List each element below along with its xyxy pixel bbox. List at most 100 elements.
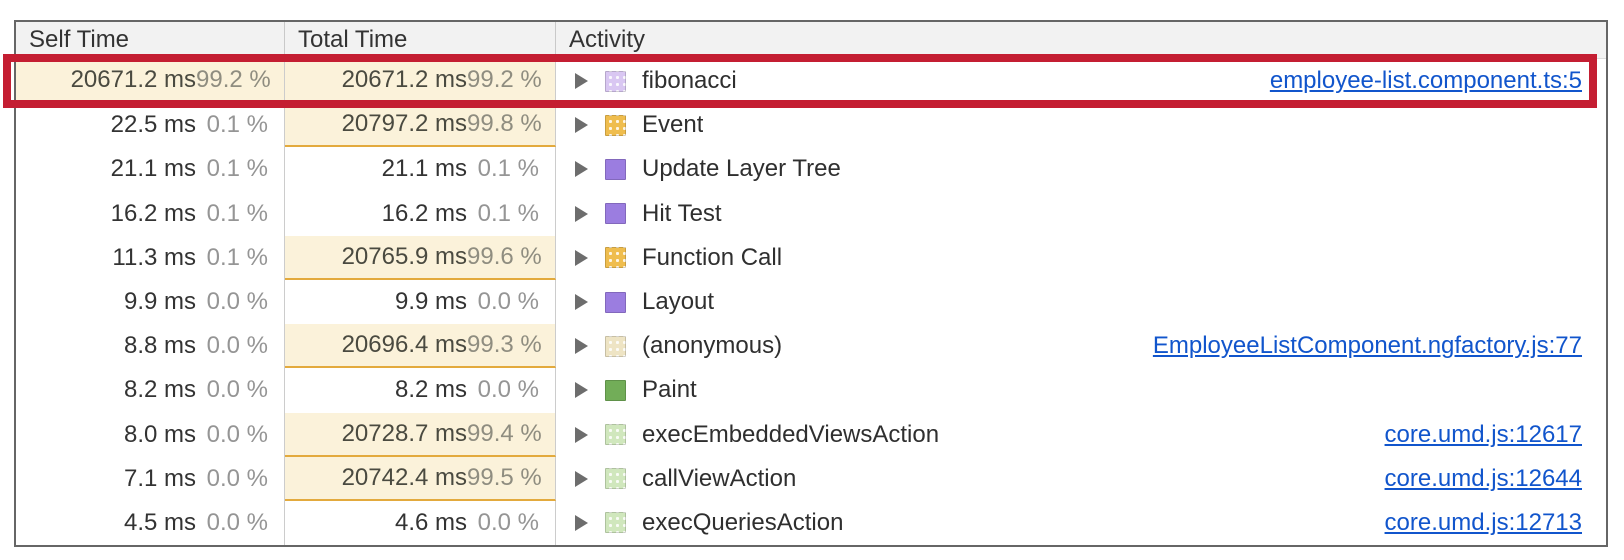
expand-arrow-icon[interactable] xyxy=(575,205,588,222)
self-time-percent: 0.0 % xyxy=(206,376,268,404)
table-row[interactable]: 4.5 ms 0.0 % 4.6 ms 0.0 % execQueriesAct… xyxy=(16,500,1606,546)
expand-arrow-icon[interactable] xyxy=(575,161,588,178)
source-link[interactable]: EmployeeListComponent.ngfactory.js:77 xyxy=(1152,332,1582,360)
table-row[interactable]: 8.2 ms 0.0 % 8.2 ms 0.0 % Paint xyxy=(16,368,1606,413)
expand-arrow-icon[interactable] xyxy=(575,382,588,399)
expand-arrow-icon[interactable] xyxy=(575,338,588,355)
total-time-value: 20728.7 ms xyxy=(341,419,467,447)
self-time-cell: 9.9 ms 0.0 % xyxy=(16,279,285,325)
self-time-percent: 0.1 % xyxy=(206,111,268,139)
activity-label: execEmbeddedViewsAction xyxy=(642,420,940,448)
activity-label: Update Layer Tree xyxy=(642,155,841,183)
self-time-value: 4.5 ms xyxy=(123,508,196,536)
self-time-percent: 0.0 % xyxy=(206,508,268,536)
table-row[interactable]: 21.1 ms 0.1 % 21.1 ms 0.1 % Update Layer… xyxy=(16,147,1606,192)
self-time-value: 16.2 ms xyxy=(110,199,196,227)
expand-arrow-icon[interactable] xyxy=(575,470,588,487)
self-time-cell: 8.2 ms 0.0 % xyxy=(16,368,285,413)
expand-arrow-icon[interactable] xyxy=(575,249,588,266)
table-body: 20671.2 ms 99.2 % 20671.2 ms 99.2 % fibo… xyxy=(16,59,1606,546)
activity-cell: fibonacci employee-list.component.ts:5 xyxy=(556,59,1606,103)
total-time-value: 4.6 ms xyxy=(394,508,467,536)
total-time-cell: 20671.2 ms 99.2 % xyxy=(285,59,556,104)
painting-category-swatch xyxy=(605,379,626,401)
source-link[interactable]: core.umd.js:12644 xyxy=(1384,464,1582,492)
self-time-cell: 7.1 ms 0.0 % xyxy=(16,456,285,501)
activity-label: execQueriesAction xyxy=(642,508,844,536)
activity-cell: execQueriesAction core.umd.js:12713 xyxy=(556,501,1606,545)
source-link[interactable]: core.umd.js:12713 xyxy=(1384,508,1582,536)
total-time-cell: 16.2 ms 0.1 % xyxy=(285,191,556,236)
total-time-percent: 0.0 % xyxy=(477,376,539,404)
self-time-value: 7.1 ms xyxy=(123,464,196,492)
table-row[interactable]: 22.5 ms 0.1 % 20797.2 ms 99.8 % Event xyxy=(16,103,1606,148)
self-time-cell: 8.8 ms 0.0 % xyxy=(16,324,285,369)
total-time-percent: 0.1 % xyxy=(477,199,539,227)
table-row[interactable]: 7.1 ms 0.0 % 20742.4 ms 99.5 % callViewA… xyxy=(16,456,1606,501)
scripting-category-swatch xyxy=(605,247,626,269)
total-time-value: 21.1 ms xyxy=(381,155,467,183)
table-row[interactable]: 9.9 ms 0.0 % 9.9 ms 0.0 % Layout xyxy=(16,279,1606,325)
total-time-percent: 0.0 % xyxy=(477,508,539,536)
table-row[interactable]: 16.2 ms 0.1 % 16.2 ms 0.1 % Hit Test xyxy=(16,191,1606,236)
total-time-cell: 20765.9 ms 99.6 % xyxy=(285,235,556,280)
total-time-percent: 99.6 % xyxy=(467,242,542,270)
self-time-value: 20671.2 ms xyxy=(70,66,196,94)
activity-cell: Layout xyxy=(556,280,1606,324)
self-time-percent: 0.1 % xyxy=(206,199,268,227)
self-time-percent: 0.1 % xyxy=(206,243,268,271)
table-row[interactable]: 11.3 ms 0.1 % 20765.9 ms 99.6 % Function… xyxy=(16,235,1606,280)
total-time-cell: 20696.4 ms 99.3 % xyxy=(285,324,556,369)
self-time-percent: 0.1 % xyxy=(206,155,268,183)
expand-arrow-icon[interactable] xyxy=(575,426,588,443)
total-time-percent: 99.2 % xyxy=(467,66,542,94)
column-header-self-time[interactable]: Self Time xyxy=(16,22,285,58)
total-time-cell: 20742.4 ms 99.5 % xyxy=(285,456,556,501)
self-time-cell: 8.0 ms 0.0 % xyxy=(16,412,285,457)
total-time-value: 9.9 ms xyxy=(394,288,467,316)
total-time-cell: 9.9 ms 0.0 % xyxy=(285,279,556,325)
column-header-total-time[interactable]: Total Time xyxy=(285,22,556,58)
activity-label: Hit Test xyxy=(642,199,722,227)
activity-label: Event xyxy=(642,111,704,139)
total-time-value: 20797.2 ms xyxy=(341,110,467,138)
total-time-cell: 20728.7 ms 99.4 % xyxy=(285,412,556,457)
total-time-percent: 99.4 % xyxy=(467,419,542,447)
total-time-cell: 21.1 ms 0.1 % xyxy=(285,147,556,192)
self-time-value: 11.3 ms xyxy=(112,243,196,271)
self-time-percent: 99.2 % xyxy=(196,66,271,94)
table-row[interactable]: 8.8 ms 0.0 % 20696.4 ms 99.3 % (anonymou… xyxy=(16,324,1606,369)
column-header-activity[interactable]: Activity xyxy=(556,22,1606,58)
total-time-cell: 8.2 ms 0.0 % xyxy=(285,368,556,413)
total-time-cell: 4.6 ms 0.0 % xyxy=(285,500,556,546)
activity-label: callViewAction xyxy=(642,464,797,492)
expand-arrow-icon[interactable] xyxy=(575,294,588,311)
expand-arrow-icon[interactable] xyxy=(575,117,588,134)
rendering-category-swatch xyxy=(605,291,626,313)
activity-cell: execEmbeddedViewsAction core.umd.js:1261… xyxy=(556,413,1606,457)
total-time-percent: 99.5 % xyxy=(467,463,542,491)
expand-arrow-icon[interactable] xyxy=(575,73,588,90)
activity-cell: Event xyxy=(556,103,1606,147)
source-link[interactable]: employee-list.component.ts:5 xyxy=(1269,67,1582,95)
self-time-value: 9.9 ms xyxy=(123,288,196,316)
expand-arrow-icon[interactable] xyxy=(575,514,588,531)
activity-cell: Hit Test xyxy=(556,192,1606,236)
column-header-label: Self Time xyxy=(29,26,130,53)
javascript-category-swatch xyxy=(605,70,626,92)
source-link[interactable]: core.umd.js:12617 xyxy=(1384,420,1582,448)
total-time-cell: 20797.2 ms 99.8 % xyxy=(285,103,556,148)
self-time-percent: 0.0 % xyxy=(206,288,268,316)
table-row[interactable]: 8.0 ms 0.0 % 20728.7 ms 99.4 % execEmbed… xyxy=(16,412,1606,457)
self-time-value: 22.5 ms xyxy=(110,111,196,139)
performance-table: Self Time Total Time Activity 20671.2 ms… xyxy=(14,20,1608,547)
self-time-cell: 4.5 ms 0.0 % xyxy=(16,500,285,546)
total-time-value: 20765.9 ms xyxy=(341,242,467,270)
total-time-percent: 0.0 % xyxy=(477,288,539,316)
self-time-cell: 21.1 ms 0.1 % xyxy=(16,147,285,192)
table-row[interactable]: 20671.2 ms 99.2 % 20671.2 ms 99.2 % fibo… xyxy=(16,59,1606,104)
self-time-value: 8.0 ms xyxy=(123,420,196,448)
self-time-cell: 22.5 ms 0.1 % xyxy=(16,103,285,148)
table-header: Self Time Total Time Activity xyxy=(16,22,1606,59)
